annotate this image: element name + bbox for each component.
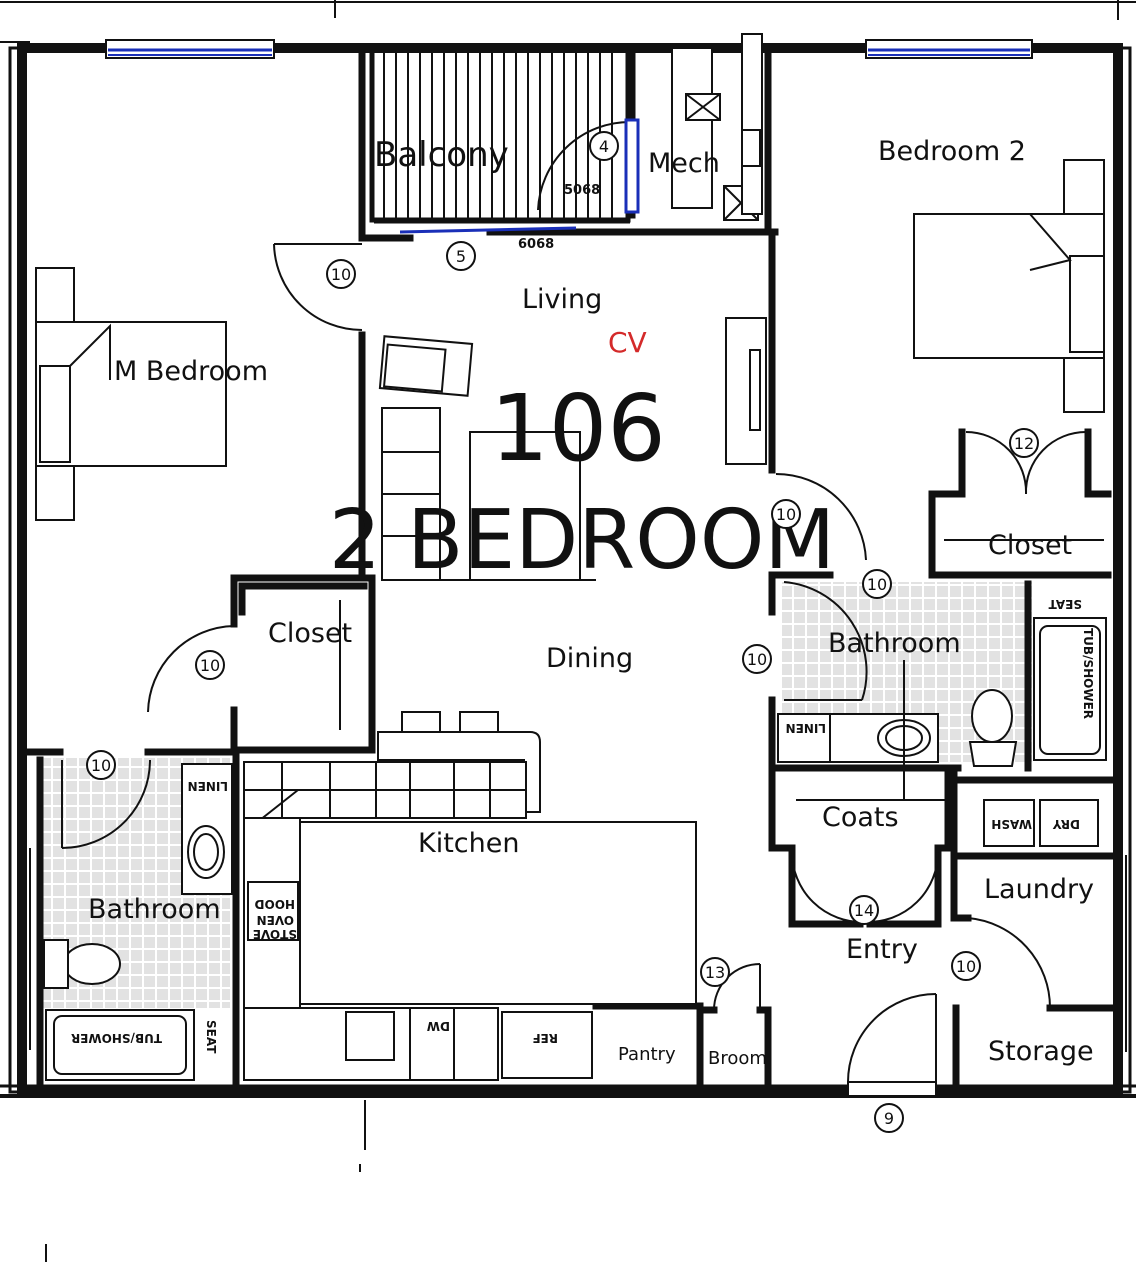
door-tag-text: 4 xyxy=(599,137,609,156)
label-tub-left: TUB/SHOWER xyxy=(71,1031,162,1045)
label-wash: WASH xyxy=(991,817,1032,831)
label-dining: Dining xyxy=(546,643,633,674)
unit-title: 106 2 BEDROOM xyxy=(329,375,835,588)
door-tag-4 xyxy=(589,131,619,161)
label-bathroom-right: Bathroom xyxy=(828,628,961,659)
label-seat-left: SEAT xyxy=(204,1020,218,1054)
label-ref: REF xyxy=(532,1031,558,1045)
exterior-walls xyxy=(0,43,1136,1098)
label-entry: Entry xyxy=(846,934,918,965)
door-tag-10-closet xyxy=(195,650,225,680)
dim-door-balcony: 6068 xyxy=(518,237,554,252)
windows xyxy=(105,39,1033,1097)
door-tag-text: 12 xyxy=(1014,434,1034,453)
label-linen-right: LINEN xyxy=(786,721,826,735)
label-dry: DRY xyxy=(1052,817,1080,831)
label-pantry: Pantry xyxy=(618,1044,676,1065)
toilet-left xyxy=(63,943,121,985)
interior-walls xyxy=(26,52,1114,1088)
door-tag-14 xyxy=(849,895,879,925)
entry-threshold xyxy=(847,1081,937,1097)
refrigerator xyxy=(501,1011,593,1079)
label-balcony: Balcony xyxy=(374,135,509,175)
fixture-labels: LINEN LINEN SEAT SEAT TUB/SHOWER TUB/SHO… xyxy=(71,183,1095,1054)
label-linen-left: LINEN xyxy=(188,779,228,793)
label-mech: Mech xyxy=(648,148,720,179)
label-closet-master: Closet xyxy=(268,618,352,649)
door-tag-text: 5 xyxy=(456,247,466,266)
tile-floors xyxy=(40,582,1032,1008)
label-bedroom-2: Bedroom 2 xyxy=(878,136,1026,167)
door-tag-10-bedroom2 xyxy=(771,499,801,529)
label-kitchen: Kitchen xyxy=(418,828,519,859)
unit-type: 2 BEDROOM xyxy=(329,493,835,588)
door-tag-text: 10 xyxy=(956,957,976,976)
door-tag-text: 10 xyxy=(776,505,796,524)
door-tag-10-bath-right xyxy=(862,569,892,599)
door-tag-10-storage xyxy=(951,951,981,981)
door-tag-12 xyxy=(1009,428,1039,458)
label-broom: Broom xyxy=(708,1048,767,1069)
door-tag-text: 14 xyxy=(854,901,874,920)
door-tag-text: 10 xyxy=(747,650,767,669)
label-tub-right: TUB/SHOWER xyxy=(1081,628,1095,719)
door-tag-13 xyxy=(700,957,730,987)
kitchen-island xyxy=(299,821,697,1005)
door-tag-labels: 5 4 10 12 10 10 10 10 10 14 13 10 9 xyxy=(91,137,1034,1128)
door-tag-10-dining xyxy=(742,644,772,674)
coffee-table xyxy=(469,431,581,581)
door-tag-text: 13 xyxy=(705,963,725,982)
door-tags xyxy=(86,131,1039,1133)
closet-rods xyxy=(339,539,1104,801)
sink-kitchen xyxy=(345,1011,395,1061)
label-stove: STOVE xyxy=(253,927,297,941)
label-coats: Coats xyxy=(822,802,899,833)
door-tag-text: 10 xyxy=(91,756,111,775)
dryer xyxy=(1039,799,1099,847)
unit-number: 106 xyxy=(490,375,666,482)
furniture xyxy=(35,33,1107,1081)
label-oven: OVEN xyxy=(257,913,294,927)
door-tag-9 xyxy=(874,1103,904,1133)
label-cv: CV xyxy=(608,326,647,359)
stove xyxy=(247,881,299,941)
door-tag-5 xyxy=(446,241,476,271)
door-tag-text: 10 xyxy=(867,575,887,594)
label-laundry: Laundry xyxy=(984,874,1094,905)
label-living: Living xyxy=(522,284,602,315)
door-tag-10-bath-left xyxy=(86,750,116,780)
label-dw: DW xyxy=(427,1019,450,1033)
washer xyxy=(983,799,1035,847)
label-closet-bedroom-2: Closet xyxy=(988,530,1072,561)
door-swings xyxy=(61,118,1087,1083)
dim-door-mech: 5068 xyxy=(564,183,600,198)
door-tag-text: 10 xyxy=(331,265,351,284)
door-tag-10-living xyxy=(326,259,356,289)
lower-marks xyxy=(29,848,1127,1262)
door-tag-text: 10 xyxy=(200,656,220,675)
room-labels: Balcony Mech Bedroom 2 Living CV M Bedro… xyxy=(88,135,1094,1069)
label-storage: Storage xyxy=(988,1036,1094,1067)
door-tag-text: 9 xyxy=(884,1109,894,1128)
label-bathroom-left: Bathroom xyxy=(88,894,221,925)
label-hood: HOOD xyxy=(255,897,295,911)
label-master-bedroom: M Bedroom xyxy=(114,356,268,387)
top-margin-lines xyxy=(0,0,1136,43)
toilet-right xyxy=(971,689,1013,743)
label-seat-right: SEAT xyxy=(1048,597,1082,611)
